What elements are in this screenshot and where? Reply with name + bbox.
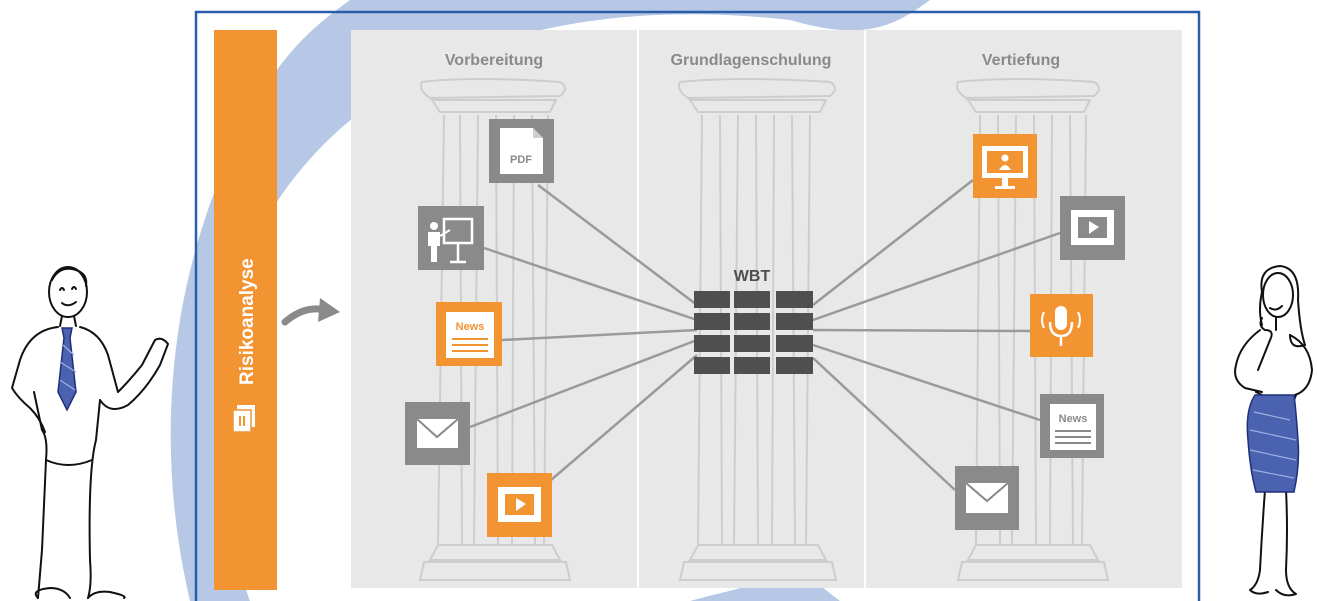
svg-text:News: News — [456, 321, 485, 333]
connector-lines — [469, 179, 1061, 491]
hub-label: WBT — [734, 268, 771, 285]
panel-middle — [639, 30, 864, 588]
column-title-vorbereitung: Vorbereitung — [445, 52, 543, 69]
video-icon — [1060, 196, 1125, 260]
woman-skirt — [1246, 394, 1300, 493]
pdf-icon: PDF — [489, 119, 554, 183]
video-icon — [487, 473, 552, 537]
email-icon — [955, 466, 1019, 530]
man-tie — [57, 327, 77, 412]
podcast-icon — [1030, 294, 1093, 357]
panel-right — [866, 30, 1182, 588]
document-stack-icon — [232, 405, 255, 433]
column-title-vertiefung: Vertiefung — [982, 52, 1060, 69]
hub-grid — [694, 291, 813, 374]
sidebar-bar — [214, 30, 277, 590]
svg-text:News: News — [1059, 413, 1088, 425]
man-figure — [11, 266, 169, 599]
column-title-grundlagenschulung: Grundlagenschulung — [671, 52, 832, 69]
svg-text:PDF: PDF — [510, 154, 532, 166]
webinar-icon — [973, 134, 1037, 198]
presentation-icon — [418, 206, 484, 270]
woman-figure — [1234, 265, 1313, 597]
newsletter-icon: News — [436, 302, 502, 366]
sidebar-label: Risikoanalyse — [237, 258, 258, 385]
frame — [194, 10, 1201, 601]
newsletter-icon: News — [1040, 394, 1104, 458]
email-icon — [405, 402, 470, 465]
